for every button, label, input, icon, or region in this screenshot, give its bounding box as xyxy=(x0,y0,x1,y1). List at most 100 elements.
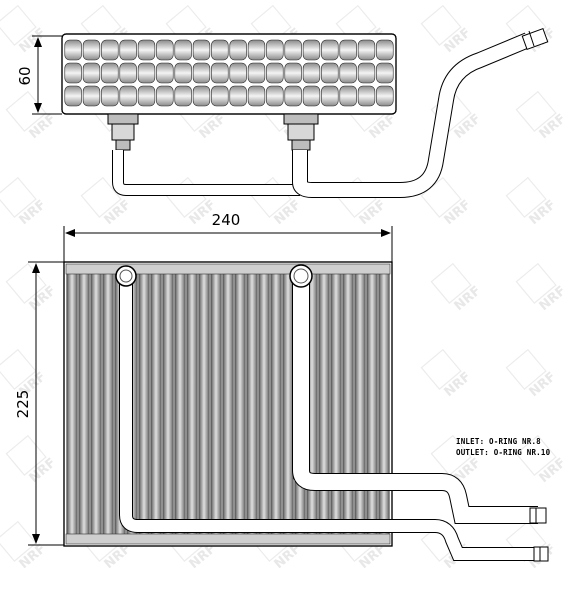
top-fin xyxy=(119,62,137,84)
top-fin xyxy=(174,39,192,61)
front-top-header xyxy=(65,263,391,275)
front-fin xyxy=(246,267,258,541)
nrf-watermark: NRF xyxy=(442,369,474,400)
nrf-watermark: NRF xyxy=(505,176,559,228)
top-view: 60 xyxy=(16,28,549,198)
nrf-watermark: NRF xyxy=(430,262,484,314)
top-fin xyxy=(229,85,247,107)
front-fin xyxy=(318,267,330,541)
nrf-watermark: NRF xyxy=(515,262,569,314)
top-fin xyxy=(156,85,174,107)
front-fin xyxy=(162,267,174,541)
top-fin xyxy=(229,39,247,61)
top-fin xyxy=(192,39,211,61)
front-fin xyxy=(222,267,234,541)
nrf-watermark: NRF xyxy=(452,283,484,314)
outlet-note: OUTLET: O-RING NR.10 xyxy=(456,448,551,457)
top-fin xyxy=(101,85,119,107)
top-fin xyxy=(211,62,229,84)
top-fin xyxy=(64,85,82,107)
front-view: 240 225 INLET: O-RING NR.8 OUTLET: O-RIN… xyxy=(14,211,551,562)
nrf-watermark: NRF xyxy=(527,369,559,400)
front-fin xyxy=(198,267,210,541)
top-fin xyxy=(119,85,137,107)
front-fin xyxy=(186,267,198,541)
nrf-watermark: NRF xyxy=(17,197,49,228)
top-outlet-end xyxy=(521,28,549,50)
front-fin xyxy=(234,267,246,541)
nrf-watermark: NRF xyxy=(0,520,49,572)
top-fin xyxy=(156,62,174,84)
top-fin xyxy=(247,39,266,61)
top-fin xyxy=(192,85,211,107)
top-fin xyxy=(339,62,357,84)
front-fin xyxy=(138,267,150,541)
nrf-watermark: NRF xyxy=(537,111,569,142)
front-fin xyxy=(210,267,222,541)
nrf-watermark: NRF xyxy=(505,520,559,572)
front-fin xyxy=(174,267,186,541)
top-fin xyxy=(266,39,284,61)
top-fin xyxy=(174,62,192,84)
front-fin xyxy=(378,267,390,541)
top-fin xyxy=(357,85,376,107)
nrf-watermark: NRF xyxy=(420,348,474,400)
top-fin xyxy=(101,62,119,84)
nrf-watermark: NRF xyxy=(505,348,559,400)
top-fin xyxy=(247,85,266,107)
nrf-watermark: NRF xyxy=(5,90,59,142)
top-inlet-fitting xyxy=(107,113,139,151)
top-fin xyxy=(101,39,119,61)
top-fin xyxy=(302,85,321,107)
front-fin xyxy=(102,267,114,541)
top-outlet-fitting xyxy=(283,113,319,151)
front-fin xyxy=(270,267,282,541)
top-fin xyxy=(192,62,211,84)
front-fin xyxy=(354,267,366,541)
top-fin xyxy=(284,39,302,61)
top-fin xyxy=(376,62,394,84)
front-fin xyxy=(150,267,162,541)
top-fin xyxy=(137,39,156,61)
nrf-watermark: NRF xyxy=(27,455,59,486)
width-dimension-label: 240 xyxy=(212,211,241,229)
front-fin xyxy=(330,267,342,541)
front-fin xyxy=(258,267,270,541)
nrf-watermark: NRF xyxy=(442,197,474,228)
nrf-watermark: NRF xyxy=(452,111,484,142)
front-fin xyxy=(282,267,294,541)
top-fin xyxy=(64,62,82,84)
front-fin xyxy=(90,267,102,541)
front-fin xyxy=(366,267,378,541)
nrf-watermark: NRF xyxy=(17,25,49,56)
top-fin xyxy=(82,62,101,84)
nrf-watermark: NRF xyxy=(537,455,569,486)
nrf-watermark: NRF xyxy=(17,541,49,572)
nrf-watermark: NRF xyxy=(420,4,474,56)
top-fin xyxy=(339,85,357,107)
nrf-watermark: NRF xyxy=(367,111,399,142)
nrf-watermark: NRF xyxy=(0,176,49,228)
top-fin xyxy=(137,85,156,107)
height-dimension-label-front: 225 xyxy=(14,390,32,419)
nrf-watermark: NRF xyxy=(515,90,569,142)
top-fin xyxy=(321,39,339,61)
top-fin xyxy=(357,62,376,84)
nrf-watermark: NRF xyxy=(357,197,389,228)
front-outlet-end xyxy=(529,507,549,562)
top-fin xyxy=(82,39,101,61)
top-fin xyxy=(284,85,302,107)
height-dimension-label-top: 60 xyxy=(16,66,34,85)
inlet-note: INLET: O-RING NR.8 xyxy=(456,437,541,446)
front-bottom-header xyxy=(65,533,391,545)
top-fin xyxy=(229,62,247,84)
top-fin xyxy=(284,62,302,84)
top-fin xyxy=(247,62,266,84)
top-pipe-inlet xyxy=(112,150,300,196)
top-fin xyxy=(137,62,156,84)
top-fin xyxy=(211,85,229,107)
front-fin xyxy=(342,267,354,541)
top-fin xyxy=(321,85,339,107)
top-fin xyxy=(266,62,284,84)
